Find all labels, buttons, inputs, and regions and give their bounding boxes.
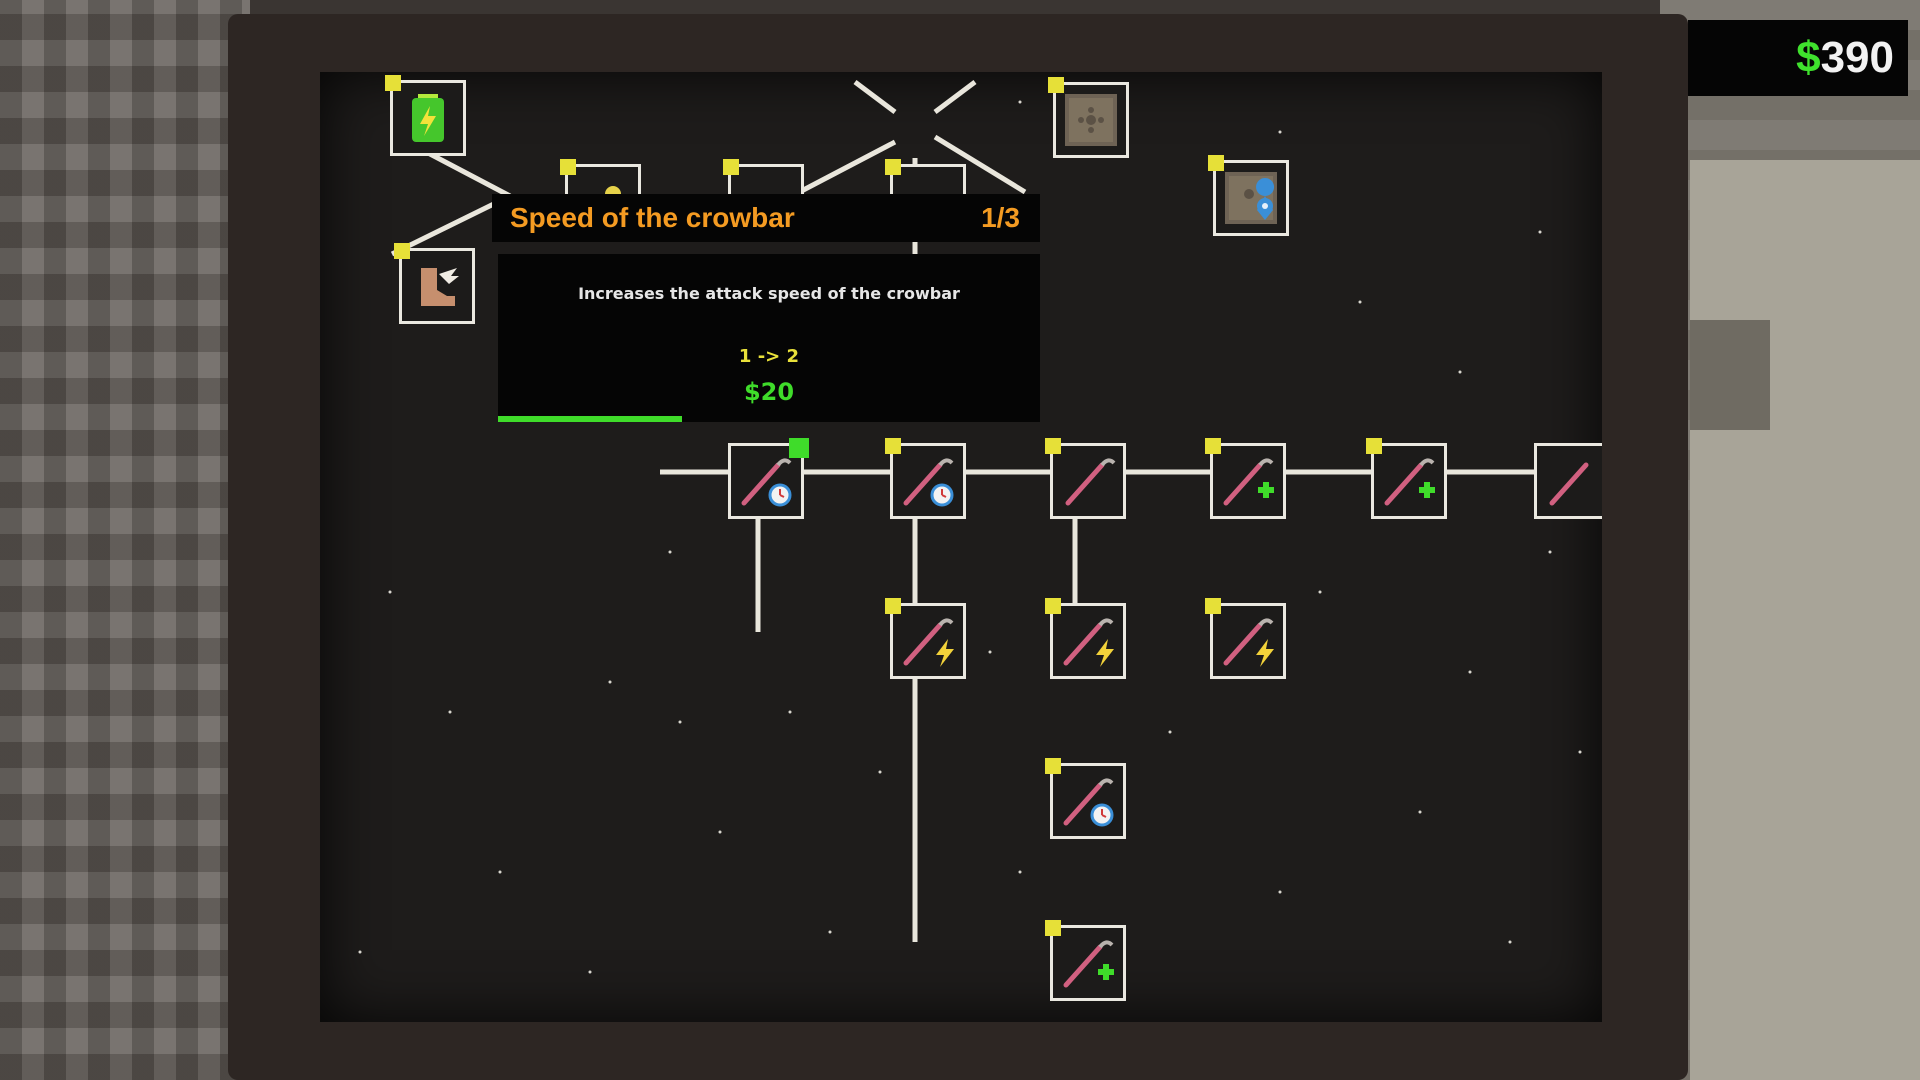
skill-price: $20 [743, 378, 795, 406]
available-marker [885, 438, 901, 454]
purchase-progress-track [498, 416, 1040, 422]
skill-name: Speed of the crowbar [510, 202, 795, 233]
crowbar-lightning-icon [903, 618, 954, 667]
room-wall-left [0, 0, 250, 1080]
tooltip-header: Speed of the crowbar 1/3 [492, 194, 1040, 242]
crate-icon [1065, 94, 1117, 146]
skill-node-crowbar-health-3[interactable] [1045, 920, 1126, 1001]
room-wall-right [1660, 0, 1920, 1080]
crowbar-plus-icon [1063, 940, 1114, 988]
available-marker [394, 243, 410, 259]
skill-node-crate-map[interactable] [1208, 155, 1289, 236]
available-marker [1366, 438, 1382, 454]
skill-node-crowbar-health-1[interactable] [1205, 438, 1286, 519]
skill-node-battery[interactable] [385, 75, 466, 156]
currency-symbol: $ [1796, 33, 1821, 82]
available-marker [1208, 155, 1224, 171]
crowbar-lightning-icon [1223, 618, 1274, 667]
skill-node-crowbar-speed-1[interactable] [728, 438, 809, 519]
available-marker [885, 598, 901, 614]
skill-description: Increases the attack speed of the crowba… [578, 284, 960, 303]
crowbar-icon [1065, 458, 1116, 506]
crowbar-lightning-icon [1063, 618, 1114, 667]
crowbar-icon [1549, 462, 1589, 506]
skill-node-crowbar-power-3[interactable] [1205, 598, 1286, 679]
available-marker [560, 159, 576, 175]
skill-node-crate-top[interactable] [1048, 77, 1129, 158]
room-wall-panel [1690, 160, 1920, 1080]
skill-level-change: 1 -> 2 [738, 346, 800, 367]
available-marker [1045, 438, 1061, 454]
starfield [358, 100, 1582, 974]
crowbar-plus-icon [1223, 458, 1274, 506]
crowbar-stopwatch-icon [903, 458, 954, 507]
skill-node-crowbar-power-1[interactable] [885, 598, 966, 679]
owned-marker [789, 438, 809, 458]
available-marker [1205, 438, 1221, 454]
skill-node-crowbar-center[interactable] [1045, 438, 1126, 519]
available-marker [1205, 598, 1221, 614]
crowbar-plus-icon [1384, 458, 1435, 506]
available-marker [723, 159, 739, 175]
tooltip-body: Increases the attack speed of the crowba… [498, 254, 1040, 422]
skill-node-winged-boot[interactable] [394, 243, 475, 324]
winged-boot-icon [421, 268, 459, 306]
available-marker [1048, 77, 1064, 93]
skill-node-crowbar-health-2[interactable] [1366, 438, 1447, 519]
battery-icon [412, 94, 444, 142]
purchase-progress-fill [498, 416, 683, 422]
crowbar-stopwatch-icon [741, 458, 792, 507]
available-marker [885, 159, 901, 175]
skill-node-crowbar-speed-2[interactable] [885, 438, 966, 519]
crate-map-pin-icon [1225, 172, 1277, 224]
available-marker [385, 75, 401, 91]
available-marker [1045, 598, 1061, 614]
crowbar-stopwatch-icon [1063, 778, 1114, 827]
money-display: $ 390 [1688, 20, 1908, 96]
skill-level: 1/3 [981, 202, 1020, 233]
skill-node-crowbar-power-2[interactable] [1045, 598, 1126, 679]
skill-node-crowbar-edge[interactable] [1534, 443, 1602, 519]
skill-node-crowbar-speed-3[interactable] [1045, 758, 1126, 839]
available-marker [1045, 758, 1061, 774]
available-marker [1045, 920, 1061, 936]
room-wall-slot [1690, 320, 1770, 430]
money-amount: 390 [1820, 33, 1894, 82]
